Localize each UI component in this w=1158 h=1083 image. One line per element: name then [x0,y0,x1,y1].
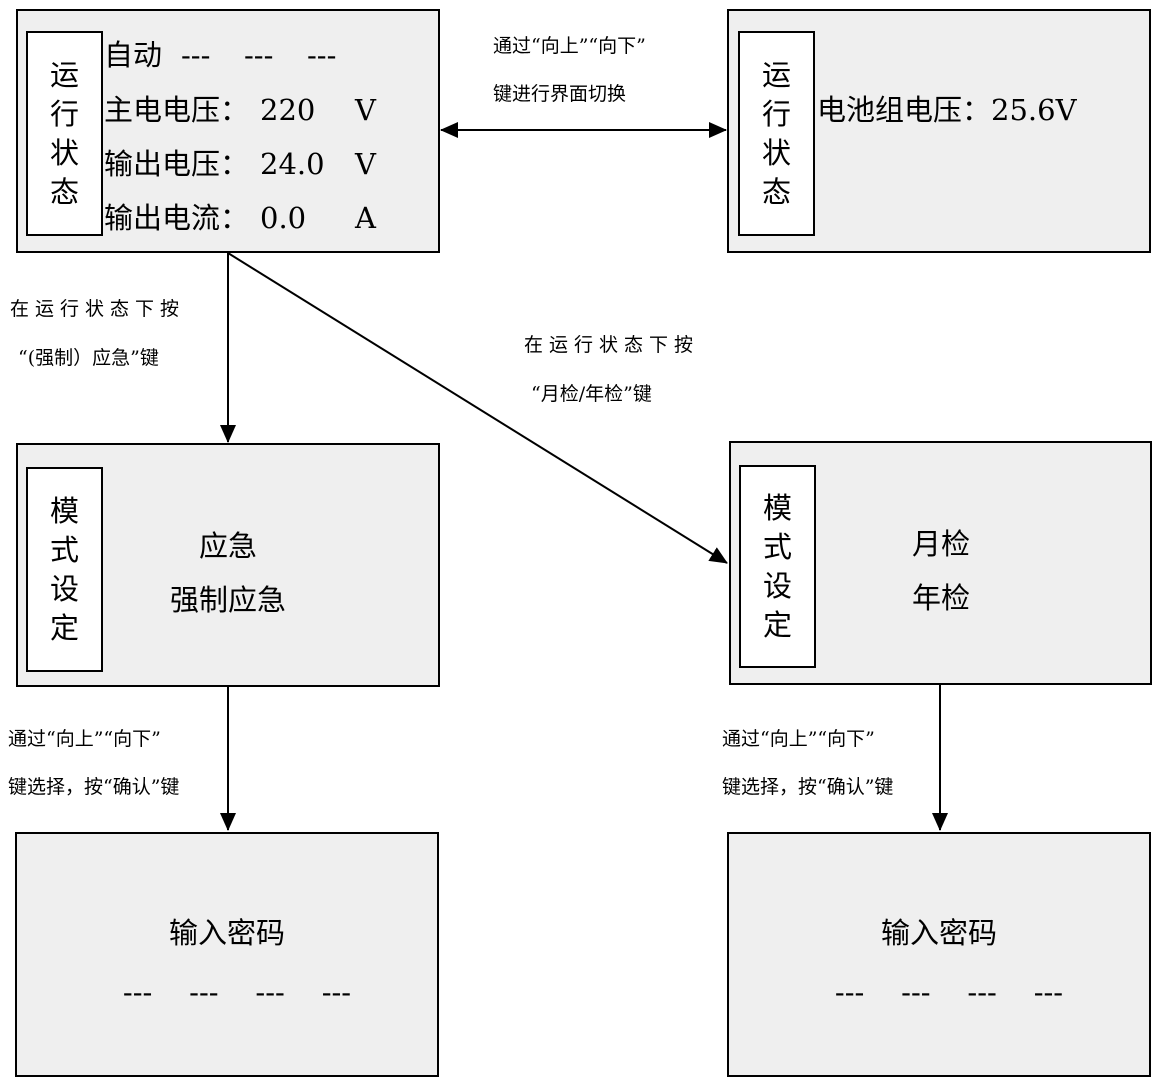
tag-char: 行 [49,96,79,131]
tag-char: 态 [49,174,79,209]
select-note-right-line1: 通过“向上”“向下” [722,728,875,750]
tag-char: 定 [49,610,79,645]
tag-char: 运 [761,57,791,92]
mode-dash: --- [244,38,274,72]
option-forced-emergency[interactable]: 强制应急 [169,583,286,617]
output-current-label: 输出电流： [104,201,250,235]
run-status-battery-panel: 运 行 状 态 电池组电压：25.6V [727,9,1151,253]
switch-note-line1: 通过“向上”“向下” [493,35,646,57]
tag-char: 态 [761,174,791,209]
password-input-dashes[interactable]: --- --- --- --- [834,975,1064,1009]
check-note-line2: “月检/年检”键 [531,383,652,405]
main-voltage-unit: V [355,93,376,127]
password-input-dashes[interactable]: --- --- --- --- [122,975,352,1009]
select-note-left-line2: 键选择，按“确认”键 [8,776,180,798]
output-current-value: 0.0 [260,201,307,235]
option-monthly-check[interactable]: 月检 [911,527,970,561]
emergency-note-line1: 在运行状态下按 [10,298,186,320]
output-voltage-label: 输出电压： [104,147,250,181]
mode-label: 自动 [104,38,163,72]
output-voltage-unit: V [355,147,376,181]
run-status-tag: 运 行 状 态 [738,31,815,236]
mode-dash: --- [181,38,211,72]
password-title: 输入密码 [168,916,285,950]
password-title: 输入密码 [880,916,997,950]
tag-char: 定 [762,607,792,642]
mode-check-panel: 模 式 设 定 月检 年检 [729,441,1152,685]
emergency-note-line2: “(强制）应急”键 [18,347,159,369]
tag-char: 设 [49,571,79,606]
mode-setting-tag: 模 式 设 定 [739,465,816,668]
mode-emergency-panel: 模 式 设 定 应急 强制应急 [16,443,440,687]
option-annual-check[interactable]: 年检 [911,581,970,615]
check-note-line1: 在运行状态下按 [524,334,700,356]
main-voltage-label: 主电电压： [104,93,250,127]
option-emergency[interactable]: 应急 [198,529,257,563]
switch-note-line2: 键进行界面切换 [493,83,627,105]
run-status-main-panel: 运 行 状 态 自动 --- --- --- 主电电压： 220 V 输出电压：… [16,9,440,253]
mode-setting-tag: 模 式 设 定 [26,467,103,672]
password-right-panel: 输入密码 --- --- --- --- [727,832,1151,1077]
tag-char: 运 [49,57,79,92]
battery-voltage-text: 电池组电压：25.6V [817,93,1077,127]
tag-char: 状 [49,135,79,170]
select-note-left-line1: 通过“向上”“向下” [8,728,161,750]
tag-char: 设 [762,568,792,603]
mode-dash: --- [307,38,337,72]
output-voltage-value: 24.0 [260,147,325,181]
tag-char: 模 [49,493,79,528]
output-current-unit: A [355,201,376,235]
tag-char: 模 [762,490,792,525]
main-voltage-value: 220 [260,93,316,127]
arrow-to-check-mode [227,252,728,564]
tag-char: 行 [761,96,791,131]
tag-char: 状 [761,135,791,170]
run-status-tag: 运 行 状 态 [26,31,103,236]
tag-char: 式 [49,532,79,567]
password-left-panel: 输入密码 --- --- --- --- [15,832,439,1077]
select-note-right-line2: 键选择，按“确认”键 [722,776,894,798]
tag-char: 式 [762,529,792,564]
